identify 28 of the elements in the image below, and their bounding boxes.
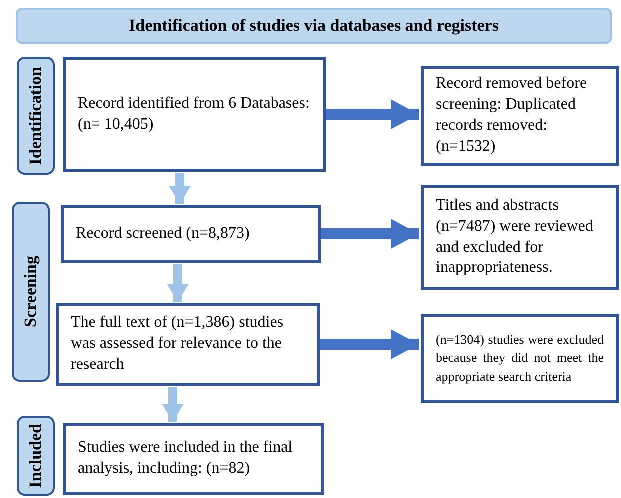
box-text: Record screened (n=8,873) xyxy=(76,224,250,244)
block-arrow xyxy=(321,219,419,249)
stage-name: Screening xyxy=(20,256,42,328)
process-box xyxy=(421,185,619,290)
block-arrow xyxy=(320,330,419,360)
box-text: Record identified from 6 Databases: (n= 10,405) xyxy=(78,94,311,134)
stage-label xyxy=(12,202,50,382)
stage-label xyxy=(17,57,55,175)
block-arrow xyxy=(162,387,184,422)
box-text: Studies were included in the final analysis, including: (n=82) xyxy=(78,438,294,479)
process-box xyxy=(61,205,321,263)
block-arrow xyxy=(326,100,419,130)
stage-label xyxy=(17,416,55,496)
process-box xyxy=(63,57,326,172)
stage-name: Identification xyxy=(25,66,46,166)
title-band xyxy=(16,8,612,44)
process-box xyxy=(56,303,320,386)
box-text: (n=1304) studies were excluded because they did not meet the appropriate search criteria xyxy=(436,331,604,386)
box-text: The full text of (n=1,386) studies was assessed for relevance to the research xyxy=(71,313,285,375)
block-arrow xyxy=(167,264,189,302)
title: Identification of studies via databases and registers xyxy=(129,15,499,38)
process-box xyxy=(421,66,619,166)
stage-name: Included xyxy=(25,424,46,488)
box-text: Titles and abstracts (n=7487) were reviewed and excluded for inappropriateness. xyxy=(436,196,594,278)
process-box xyxy=(63,423,324,495)
box-text: Record removed before screening: Duplicated records removed: (n=1532) xyxy=(436,74,588,157)
block-arrow xyxy=(169,173,191,204)
process-box xyxy=(421,314,619,403)
